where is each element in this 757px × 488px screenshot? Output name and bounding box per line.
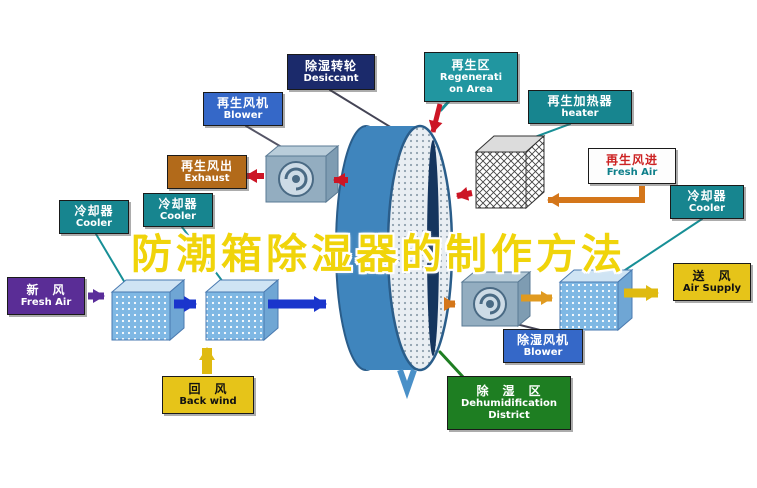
wheel-ribbon — [397, 369, 417, 400]
label-cooler-mid-zh: 冷却器 — [158, 196, 198, 211]
label-fresh-air: 新 风 Fresh Air — [7, 277, 85, 315]
label-back-wind: 回 风 Back wind — [162, 376, 254, 414]
label-cooler-right-en: Cooler — [688, 203, 726, 215]
label-heater-en: heater — [561, 108, 599, 120]
desiccant-wheel — [335, 124, 454, 400]
arrow-regen-area-to-wheel — [428, 103, 443, 133]
cooler-unit-mid — [204, 278, 280, 342]
label-regen-fresh-air-zh: 再生风进 — [605, 152, 658, 167]
label-cooler-right-zh: 冷却器 — [687, 188, 727, 203]
label-back-wind-en: Back wind — [179, 396, 237, 408]
label-fresh-air-en: Fresh Air — [20, 297, 72, 309]
label-desiccant-en: Desiccant — [303, 73, 359, 85]
label-cooler-left-en: Cooler — [75, 218, 113, 230]
label-regen-area-en2: on Area — [449, 84, 493, 96]
regen-fan — [264, 144, 340, 204]
arrow-freshair-to-heater — [547, 186, 645, 207]
label-dehumid-district-en2: District — [488, 410, 530, 422]
label-cooler-mid: 冷却器 Cooler — [143, 193, 213, 227]
label-dehumid-district: 除 湿 区 Dehumidification District — [447, 376, 571, 430]
label-regen-area: 再生区 Regenerati on Area — [424, 52, 518, 102]
cooler-unit-right — [558, 268, 634, 332]
label-regen-blower-en: Blower — [223, 110, 263, 122]
label-regen-area-zh: 再生区 — [451, 57, 491, 72]
label-heater-zh: 再生加热器 — [547, 93, 613, 108]
label-dehumid-district-en1: Dehumidification — [460, 398, 558, 410]
label-dehumid-district-zh: 除 湿 区 — [476, 383, 542, 398]
label-regen-fresh-air: 再生风进 Fresh Air — [588, 148, 676, 184]
label-exhaust: 再生风出 Exhaust — [167, 155, 247, 189]
label-back-wind-zh: 回 风 — [188, 381, 228, 396]
label-exhaust-en: Exhaust — [184, 173, 230, 185]
label-regen-blower: 再生风机 Blower — [203, 92, 283, 126]
label-exhaust-zh: 再生风出 — [180, 158, 233, 173]
label-regen-blower-zh: 再生风机 — [216, 95, 269, 110]
label-desiccant-wheel: 除湿转轮 Desiccant — [287, 54, 375, 90]
label-dehumid-blower-en: Blower — [523, 347, 563, 359]
dehumid-fan — [460, 270, 532, 328]
label-air-supply-en: Air Supply — [682, 283, 742, 295]
label-air-supply: 送 风 Air Supply — [673, 263, 751, 301]
arrow-heater-to-wheel — [456, 186, 473, 201]
label-heater: 再生加热器 heater — [528, 90, 632, 124]
label-cooler-right: 冷却器 Cooler — [670, 185, 744, 219]
label-desiccant-zh: 除湿转轮 — [304, 58, 357, 73]
flow-arrows — [88, 103, 659, 374]
label-regen-area-en1: Regenerati — [439, 72, 503, 84]
label-regen-fresh-air-en: Fresh Air — [606, 167, 658, 179]
label-dehumid-blower: 除湿风机 Blower — [503, 329, 583, 363]
label-dehumid-blower-zh: 除湿风机 — [516, 332, 569, 347]
cooler-unit-left — [110, 278, 186, 342]
heater-unit — [474, 134, 546, 210]
label-cooler-mid-en: Cooler — [159, 211, 197, 223]
label-fresh-air-zh: 新 风 — [26, 282, 66, 297]
page-title: 防潮箱除湿器的制作方法 — [131, 230, 626, 278]
label-cooler-left: 冷却器 Cooler — [59, 200, 129, 234]
label-cooler-left-zh: 冷却器 — [74, 203, 114, 218]
label-air-supply-zh: 送 风 — [692, 268, 732, 283]
